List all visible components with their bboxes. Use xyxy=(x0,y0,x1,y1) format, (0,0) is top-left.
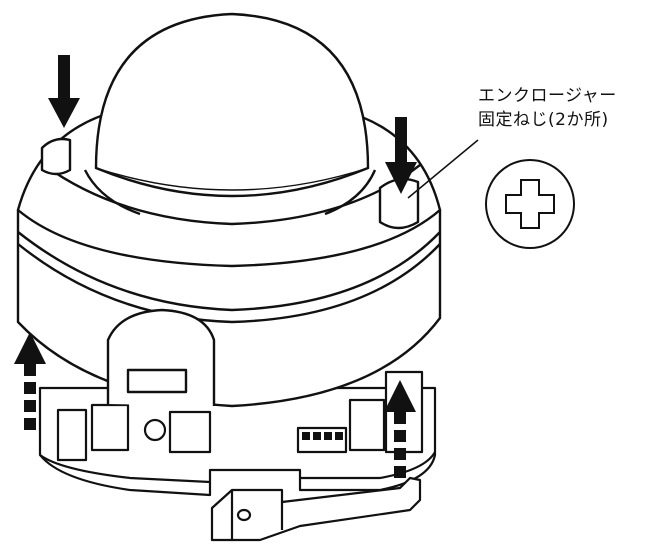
dashed-arrow-up-icon xyxy=(384,380,416,478)
dome-cover xyxy=(94,12,370,198)
arrow-down-icon xyxy=(385,117,417,194)
dashed-arrow-up-icon xyxy=(14,332,46,430)
mount-base xyxy=(38,370,437,497)
phillips-screw-head-icon xyxy=(485,159,575,249)
cable-cover xyxy=(210,476,422,542)
callout-line-2: 固定ねじ(2か所) xyxy=(478,110,609,130)
enclosure-body xyxy=(16,208,442,408)
callout-label: エンクロージャー 固定ねじ(2か所) xyxy=(478,84,617,132)
arrow-down-icon xyxy=(48,55,80,128)
callout-leader-line xyxy=(407,139,479,199)
callout-line-1: エンクロージャー xyxy=(478,86,617,106)
